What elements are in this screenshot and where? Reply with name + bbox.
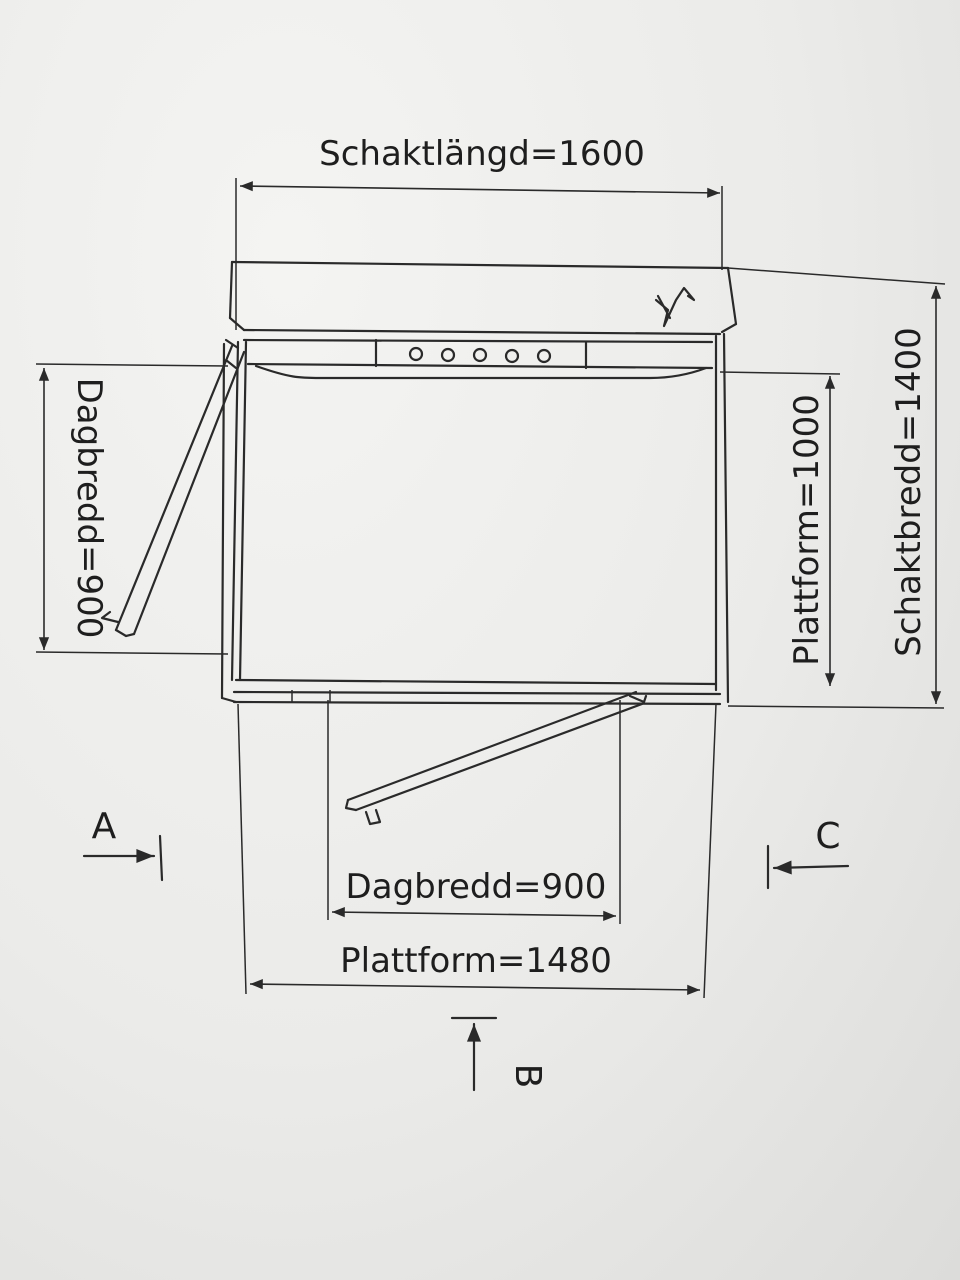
section-marker-a: A [82,806,164,882]
lift-car [220,328,730,706]
shaft-width-label: Schaktbredd=1400 [889,327,929,657]
platform-depth-label: Plattform=1000 [787,394,827,666]
section-b-label: B [507,1064,548,1089]
control-panel-buttons [408,346,552,364]
panel-button-icon [440,347,456,363]
platform-width-label: Plattform=1480 [340,941,612,981]
side-door [100,338,246,638]
side-door-width-dimension: Dagbredd=900 [35,363,229,655]
panel-button-icon [472,347,488,363]
front-door-width-dimension: Dagbredd=900 [327,700,621,924]
shaft-length-dimension: Schaktlängd=1600 [235,134,723,330]
section-marker-b: B [450,1016,548,1092]
section-marker-c: C [766,816,850,890]
side-door-width-label: Dagbredd=900 [69,378,109,639]
panel-button-icon [504,348,520,364]
front-door-width-label: Dagbredd=900 [346,867,607,907]
front-door [344,690,648,826]
shaft-width-dimension: Schaktbredd=1400 [727,286,945,709]
section-c-label: C [815,816,840,857]
lightning-icon [654,286,696,328]
shaft-length-label: Schaktlängd=1600 [319,134,645,174]
panel-button-icon [408,346,424,362]
section-a-label: A [92,806,117,847]
shaft-wall [228,260,946,334]
panel-button-icon [536,348,552,364]
platform-depth-dimension: Plattform=1000 [719,371,841,686]
platform-width-dimension: Plattform=1480 [237,703,717,999]
